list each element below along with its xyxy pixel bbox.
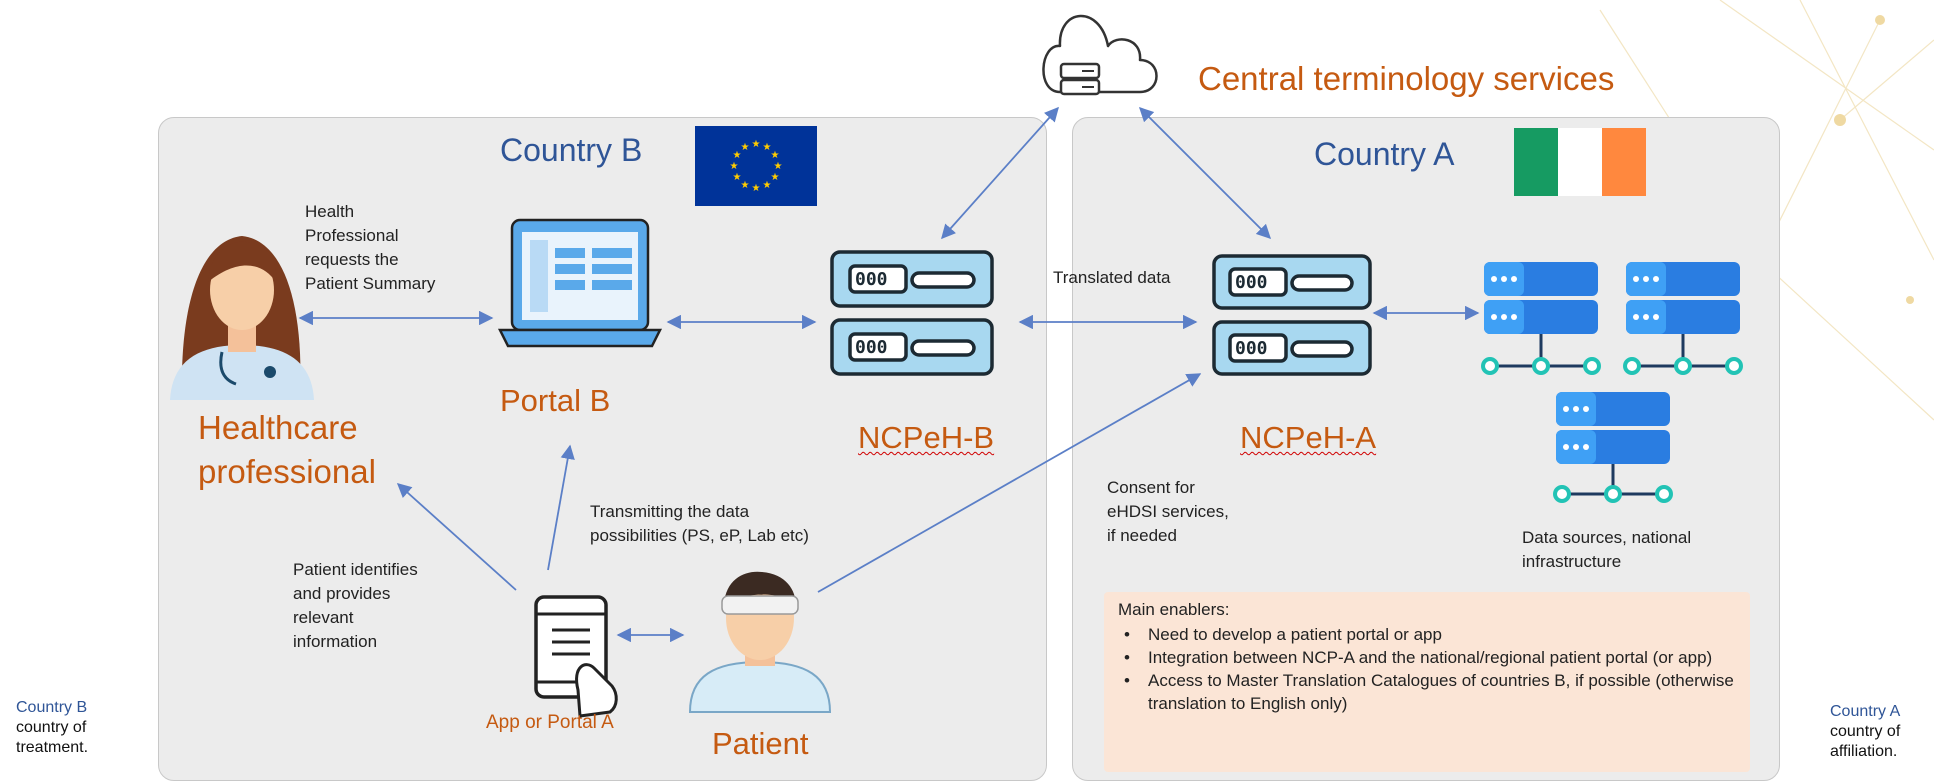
enablers-title: Main enablers:: [1118, 600, 1230, 619]
consent-note-line: eHDSI services,: [1107, 502, 1229, 521]
enabler-item: Need to develop a patient portal or app: [1118, 623, 1736, 646]
ncpeh-b-label: NCPeH-B: [858, 420, 995, 455]
hcp-note-line: Professional: [305, 226, 399, 245]
side-caption-line: country of: [1830, 723, 1901, 740]
patient-note-line: relevant: [293, 608, 354, 627]
side-caption-line: country of: [16, 719, 87, 736]
healthcare-professional-line2: professional: [198, 453, 376, 490]
transmit-note-line: Transmitting the data: [590, 502, 750, 521]
patient-identifies-note: Patient identifies and provides relevant…: [293, 558, 418, 654]
data-sources-note-line: infrastructure: [1522, 552, 1622, 571]
enabler-item: Access to Master Translation Catalogues …: [1118, 669, 1736, 715]
translated-data-label: Translated data: [1053, 268, 1171, 287]
side-caption-line: Country B: [16, 699, 88, 716]
side-caption-line: treatment.: [16, 739, 89, 756]
hcp-note-line: Health: [305, 202, 355, 221]
central-terminology-label: Central terminology services: [1198, 60, 1615, 97]
app-or-portal-a-label: App or Portal A: [486, 712, 614, 733]
patient-note-line: Patient identifies: [293, 560, 418, 579]
consent-note-line: Consent for: [1107, 478, 1195, 497]
right-side-caption: Country A country of affiliation.: [1830, 702, 1900, 762]
left-side-caption: Country B country of treatment.: [16, 698, 88, 758]
consent-note-line: if needed: [1107, 526, 1177, 545]
patient-note-line: and provides: [293, 584, 391, 603]
healthcare-professional-line1: Healthcare: [198, 409, 358, 446]
side-caption-line: Country A: [1830, 703, 1901, 720]
data-sources-note-line: Data sources, national: [1522, 528, 1692, 547]
patient-note-line: information: [293, 632, 378, 651]
portal-b-label: Portal B: [500, 383, 611, 418]
side-caption-line: affiliation.: [1830, 743, 1898, 760]
country-a-title: Country A: [1314, 136, 1455, 172]
ncpeh-a-label: NCPeH-A: [1240, 420, 1377, 455]
healthcare-professional-label: Healthcare professional: [198, 406, 376, 494]
data-sources-note: Data sources, national infrastructure: [1522, 526, 1691, 574]
patient-label: Patient: [712, 726, 809, 761]
enabler-item: Integration between NCP-A and the nation…: [1118, 646, 1736, 669]
hcp-request-note: Health Professional requests the Patient…: [305, 200, 435, 296]
main-enablers-box: Main enablers: Need to develop a patient…: [1104, 592, 1750, 772]
consent-note: Consent for eHDSI services, if needed: [1107, 476, 1229, 548]
hcp-note-line: Patient Summary: [305, 274, 436, 293]
hcp-note-line: requests the: [305, 250, 399, 269]
transmit-data-note: Transmitting the data possibilities (PS,…: [590, 500, 809, 548]
country-b-title: Country B: [500, 132, 643, 168]
enablers-list: Need to develop a patient portal or app …: [1118, 623, 1736, 715]
transmit-note-line: possibilities (PS, eP, Lab etc): [590, 526, 809, 545]
